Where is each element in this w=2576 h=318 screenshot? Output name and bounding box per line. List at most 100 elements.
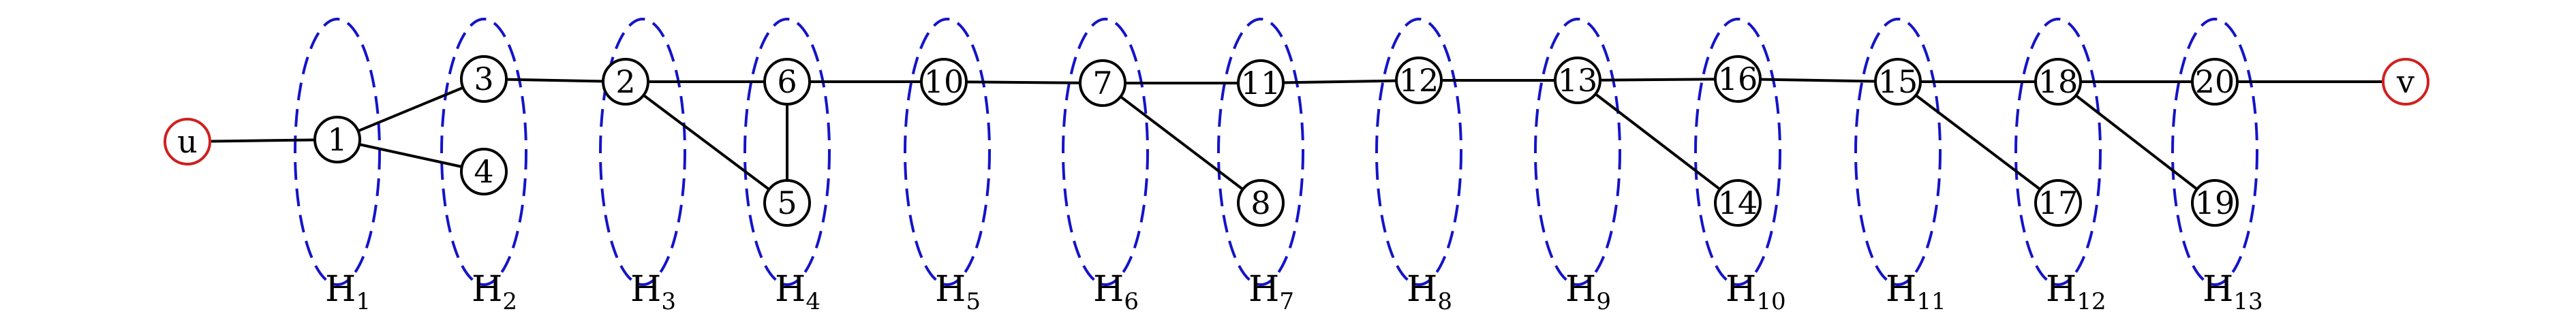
- group-label-h13: H13: [2203, 269, 2263, 315]
- node-11: 11: [1237, 59, 1285, 107]
- node-circle: [313, 116, 361, 163]
- node-18: 18: [2034, 58, 2082, 106]
- node-circle: [763, 58, 811, 106]
- edge-16-15: [1737, 78, 1899, 83]
- node-label: 1: [327, 121, 347, 158]
- node-circle: [460, 55, 508, 103]
- node-label: 20: [2195, 63, 2235, 100]
- node-16: 16: [1714, 55, 1762, 103]
- node-circle: [1079, 59, 1126, 107]
- node-circle: [1395, 57, 1443, 104]
- group-ellipse-h10: [1694, 18, 1781, 286]
- graph-edges: [187, 78, 2406, 204]
- node-circle: [2191, 58, 2239, 106]
- node-label: 18: [2038, 63, 2079, 100]
- terminal-node-v: v: [2382, 58, 2429, 106]
- group-label-h7: H7: [1248, 269, 1294, 315]
- group-ellipse-h11: [1854, 18, 1942, 286]
- node-circle: [763, 179, 811, 227]
- edge-1-3: [337, 78, 485, 141]
- terminal-node-u: u: [164, 118, 211, 165]
- edge-13-14: [1576, 79, 1739, 204]
- node-4: 4: [460, 148, 508, 195]
- node-circle: [2034, 179, 2082, 227]
- node-10: 10: [920, 58, 968, 106]
- node-label: 11: [1241, 65, 1281, 101]
- node-label: 19: [2195, 185, 2235, 221]
- group-ellipse-h4: [743, 18, 831, 286]
- group-ellipse-h2: [440, 18, 527, 286]
- node-1: 1: [313, 116, 361, 163]
- group-ellipse-h9: [1534, 18, 1621, 286]
- node-19: 19: [2191, 179, 2239, 227]
- edge-2-5: [624, 80, 788, 204]
- group-label-h5: H5: [935, 269, 981, 315]
- node-label: 17: [2038, 185, 2079, 221]
- group-ellipses: [294, 18, 2258, 286]
- node-circle: [1874, 58, 1922, 106]
- group-ellipse-h5: [904, 18, 991, 286]
- node-5: 5: [763, 179, 811, 227]
- group-ellipse-h7: [1217, 18, 1304, 286]
- group-ellipse-h1: [294, 18, 381, 286]
- node-label: 2: [615, 63, 635, 100]
- group-label-h8: H8: [1407, 269, 1452, 315]
- node-circle: [1237, 179, 1285, 227]
- node-label: 3: [474, 61, 493, 97]
- node-6: 6: [763, 58, 811, 106]
- group-ellipse-h13: [2171, 18, 2258, 286]
- group-ellipse-h6: [1062, 18, 1149, 286]
- node-label: 16: [1718, 61, 1758, 97]
- node-circle: [1237, 59, 1285, 107]
- group-label-h1: H1: [325, 269, 371, 315]
- node-label: 7: [1092, 65, 1112, 101]
- edge-10-7: [943, 80, 1103, 84]
- group-label-h2: H2: [472, 269, 517, 315]
- node-label: 5: [777, 185, 797, 221]
- node-label: 4: [474, 153, 493, 190]
- edge-11-12: [1260, 79, 1420, 84]
- group-label-h12: H12: [2046, 269, 2106, 315]
- group-label-h4: H4: [775, 269, 821, 315]
- node-label: 6: [777, 63, 797, 100]
- node-label: 8: [1251, 185, 1270, 221]
- node-15: 15: [1874, 58, 1922, 106]
- group-label-h9: H9: [1565, 269, 1611, 315]
- node-3: 3: [460, 55, 508, 103]
- node-label: 15: [1878, 63, 1918, 100]
- node-label: 14: [1718, 185, 1758, 221]
- node-circle: [1714, 55, 1762, 103]
- node-circle: [460, 148, 508, 195]
- edge-18-19: [2057, 80, 2216, 204]
- node-circle: [1714, 179, 1762, 227]
- node-circle: [602, 58, 649, 106]
- node-7: 7: [1079, 59, 1126, 107]
- node-20: 20: [2191, 58, 2239, 106]
- node-12: 12: [1395, 57, 1443, 104]
- edge-13-16: [1577, 78, 1738, 82]
- node-13: 13: [1554, 57, 1601, 104]
- edge-u-1: [187, 138, 338, 143]
- group-ellipse-h12: [2014, 18, 2102, 286]
- group-ellipse-h8: [1375, 18, 1462, 286]
- edge-7-8: [1101, 82, 1262, 204]
- group-label-h10: H10: [1726, 269, 1786, 315]
- group-ellipse-h3: [599, 18, 686, 286]
- node-14: 14: [1714, 179, 1762, 227]
- node-circle: [2191, 179, 2239, 227]
- node-label: u: [177, 123, 198, 160]
- node-17: 17: [2034, 179, 2082, 227]
- group-label-h3: H3: [630, 269, 676, 315]
- node-label: 12: [1399, 62, 1439, 99]
- node-circle: [2382, 58, 2429, 106]
- node-2: 2: [602, 58, 649, 106]
- node-label: v: [2396, 63, 2414, 100]
- edge-15-17: [1897, 80, 2059, 204]
- node-label: 13: [1558, 62, 1598, 99]
- group-label-h6: H6: [1093, 269, 1139, 315]
- group-label-h11: H11: [1886, 269, 1946, 315]
- edge-1-4: [337, 138, 485, 173]
- node-circle: [1554, 57, 1601, 104]
